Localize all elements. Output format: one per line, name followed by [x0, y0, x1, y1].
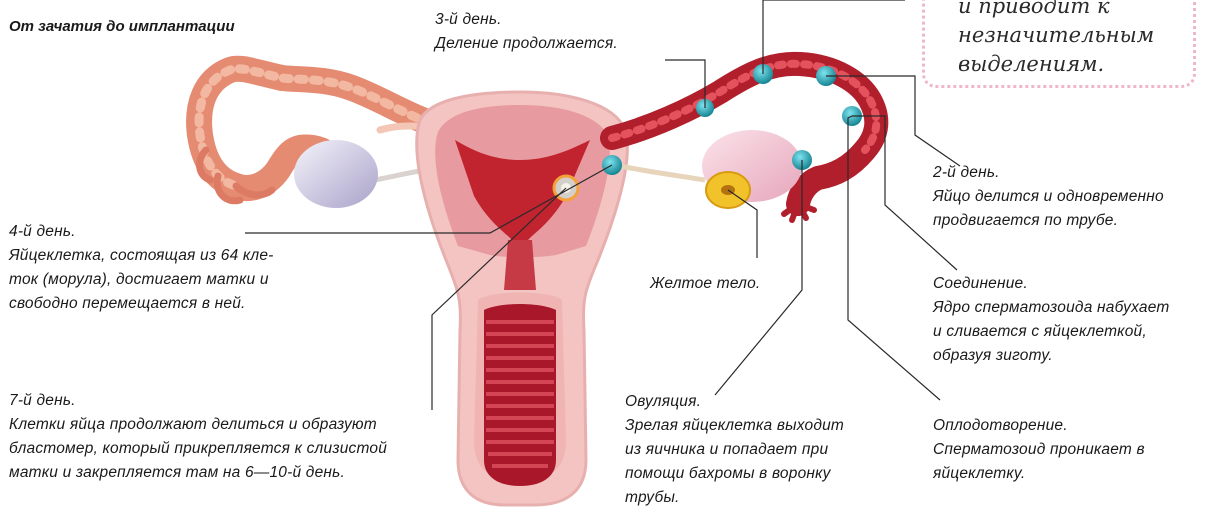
label-heading: 2-й день. — [933, 161, 1164, 185]
vaginal-rugae — [484, 304, 556, 486]
label-heading: Соединение. — [933, 272, 1169, 296]
label-heading: Оплодотворение. — [933, 414, 1145, 438]
label-corpus-luteum: Желтое тело. — [650, 272, 760, 296]
label-line: бластомер, который прикрепляется к слизи… — [9, 437, 387, 461]
label-line: Яйцо делится и одновременно — [933, 185, 1164, 209]
label-line: яйцеклетку. — [933, 462, 1145, 486]
label-line: и сливается с яйцеклеткой, — [933, 320, 1169, 344]
label-day7: 7-й день. Клетки яйца продолжают делитьс… — [9, 389, 387, 485]
label-line: образуя зиготу. — [933, 344, 1169, 368]
label-line: Зрелая яйцеклетка выходит — [625, 414, 844, 438]
label-heading: 3-й день. — [435, 8, 618, 32]
uterus — [417, 92, 628, 505]
label-day2: 2-й день. Яйцо делится и одновременно пр… — [933, 161, 1164, 233]
label-fusion: Соединение. Ядро сперматозоида набухает … — [933, 272, 1169, 368]
label-fertilization: Оплодотворение. Сперматозоид проникает в… — [933, 414, 1145, 486]
label-line: Ядро сперматозоида набухает — [933, 296, 1169, 320]
label-line: ток (морула), достигает матки и — [9, 268, 274, 292]
label-line: Яйцеклетка, состоящая из 64 кле- — [9, 244, 274, 268]
label-heading: Овуляция. — [625, 390, 844, 414]
label-line: трубы. — [625, 486, 844, 510]
label-heading: Желтое тело. — [650, 272, 760, 296]
label-heading: 4-й день. — [9, 220, 274, 244]
label-line: свободно перемещается в ней. — [9, 292, 274, 316]
label-day4: 4-й день. Яйцеклетка, состоящая из 64 кл… — [9, 220, 274, 316]
label-line: из яичника и попадает при — [625, 438, 844, 462]
label-ovulation: Овуляция. Зрелая яйцеклетка выходит из я… — [625, 390, 844, 510]
label-line: Клетки яйца продолжают делиться и образу… — [9, 413, 387, 437]
label-day3: 3-й день. Деление продолжается. — [435, 8, 618, 56]
label-heading: 7-й день. — [9, 389, 387, 413]
label-line: матки и закрепляется там на 6—10-й день. — [9, 461, 387, 485]
label-line: продвигается по трубе. — [933, 209, 1164, 233]
right-ovary — [620, 130, 802, 208]
label-line: Деление продолжается. — [435, 32, 618, 56]
label-line: помощи бахромы в воронку — [625, 462, 844, 486]
label-line: Сперматозоид проникает в — [933, 438, 1145, 462]
